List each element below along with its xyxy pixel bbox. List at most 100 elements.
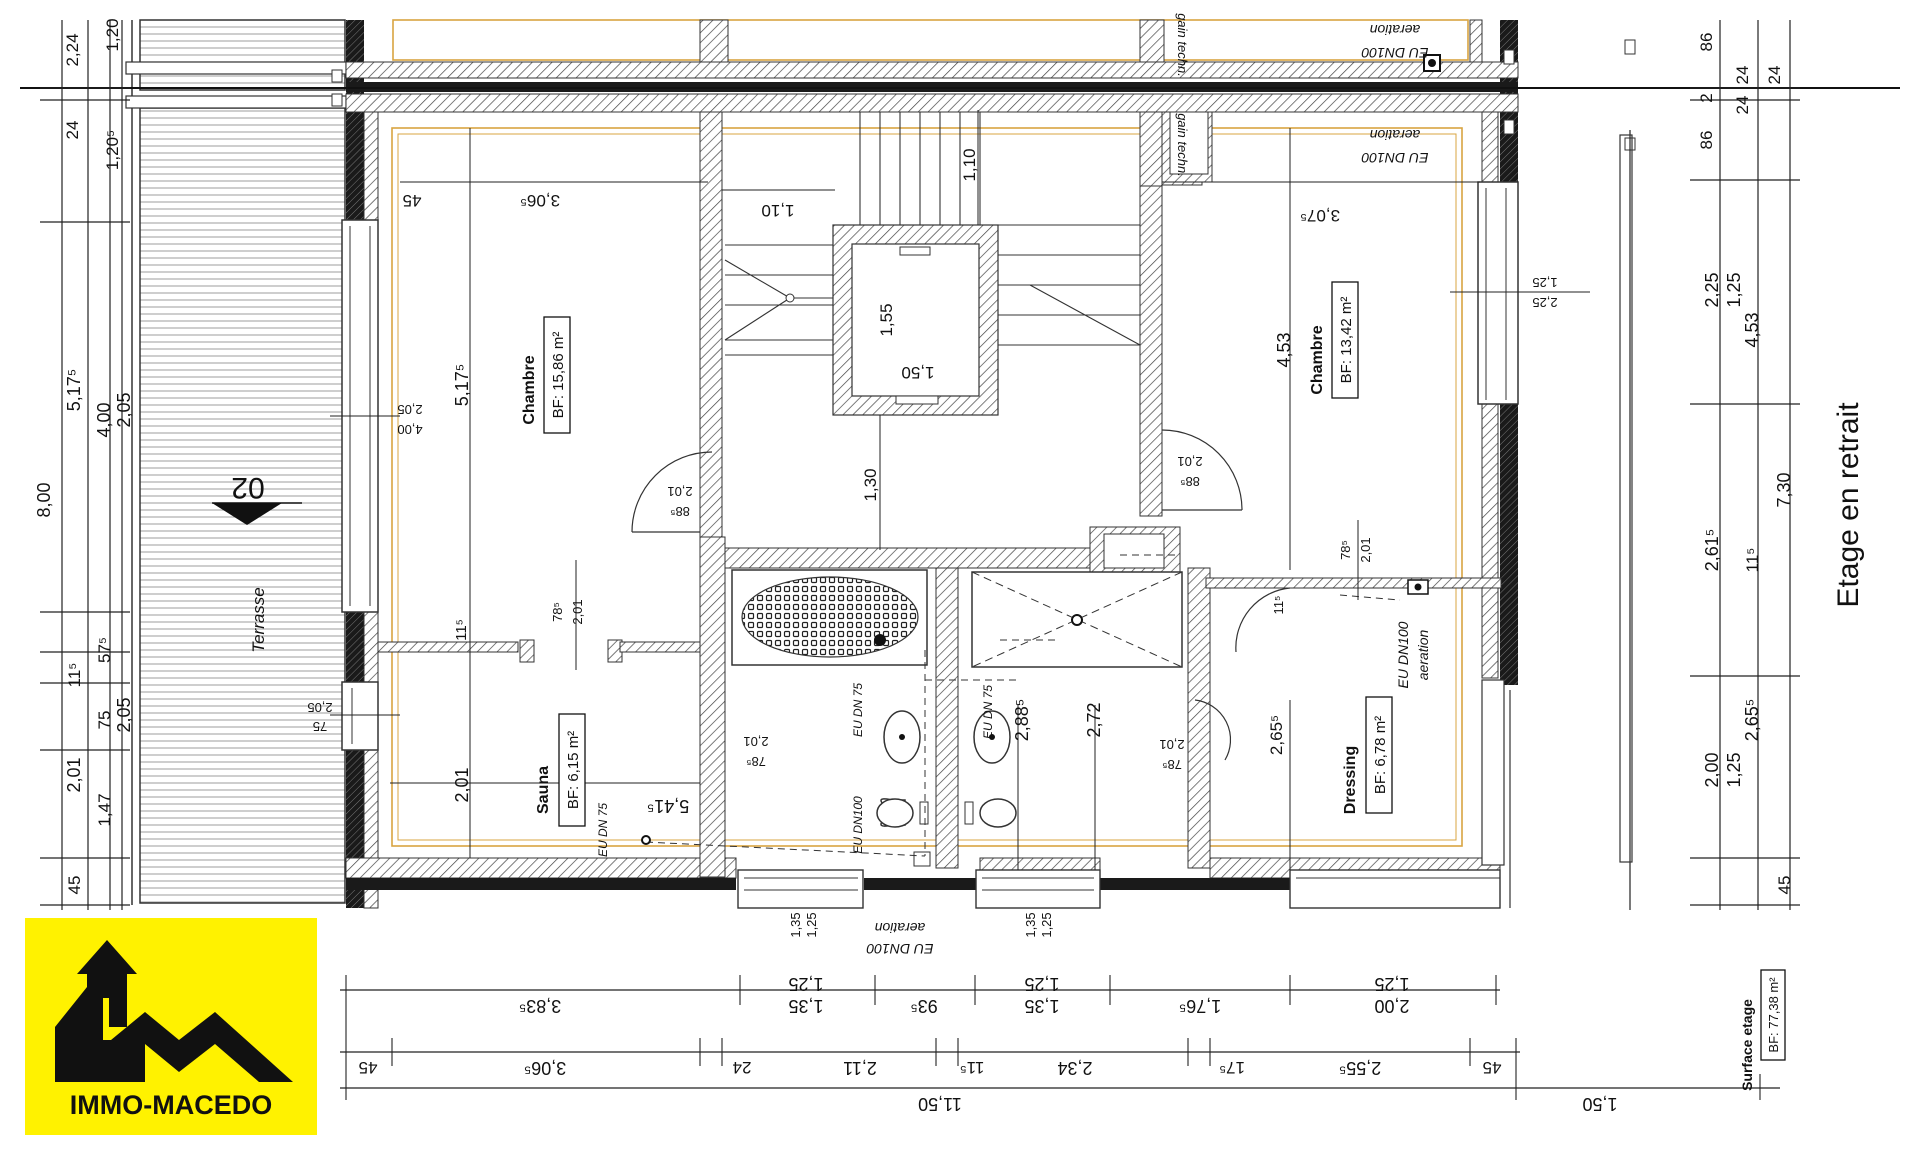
dimension-label-bottom-row2-2: 24 [733, 1058, 752, 1077]
room-area-box-chambre-right [1331, 281, 1359, 399]
dimension-label-inner-chambre-left-w: 3,06⁵ [520, 191, 560, 210]
dimension-label-inner-chambre-left-h: 5,17⁵ [452, 364, 472, 407]
dimension-label-right-mid-0: 4,53 [1742, 312, 1762, 347]
dimension-label-inner-door-i: 2,01 [1159, 737, 1184, 752]
dimension-label-bottom-row1-2: 1,25 [788, 974, 823, 994]
dimension-label-right-top-4: 24 [1733, 96, 1752, 115]
dimension-label-inner-stair-110a: 1,10 [761, 201, 794, 220]
dimension-lines-left [40, 20, 130, 910]
dimension-label-bottom-row2-7: 2,55⁵ [1339, 1058, 1382, 1078]
dimension-label-technical-labels-aeration: aeration [1415, 629, 1431, 680]
room-area-chambre-left: BF: 15,86 m² [550, 332, 567, 419]
room-labels: Chambre BF: 15,86 m² Chambre BF: 13,42 m… [212, 281, 1865, 1091]
outer-walls [20, 19, 1900, 909]
dimension-label-technical-labels-eu-dn100: EU DN100 [851, 796, 865, 854]
dimension-label-bottom-row1-7: 2,00 [1374, 996, 1409, 1016]
dimension-label-technical-labels-aeration: aeration [1369, 22, 1420, 38]
dimension-label-inner-door-j: 78⁵ [1162, 757, 1182, 772]
dimension-label-inner-shower-272: 2,72 [1084, 702, 1104, 737]
dimension-label-bottom-row2-0: 45 [359, 1058, 378, 1077]
room-area-box-sauna [558, 713, 586, 827]
dimension-label-left-outer-0: 8,00 [34, 482, 54, 517]
dimension-lines-inner [330, 110, 1590, 870]
dimension-label-right-inner-4: 1,25 [1724, 752, 1744, 787]
dimension-label-inner-bath-288: 2,88⁵ [1012, 699, 1032, 742]
dimension-label-bottom-row2-5: 2,34 [1057, 1058, 1092, 1078]
dimension-label-technical-labels-eu-dn75: EU DN 75 [596, 803, 610, 857]
dimension-label-inner-door-f: 2,01 [570, 599, 585, 624]
dimension-label-bottom-row1-0: 3,83⁵ [519, 996, 562, 1016]
brand-name: IMMO-MACEDO [69, 1090, 273, 1120]
dimension-label-technical-labels-eu-dn100: EU DN100 [1395, 621, 1411, 688]
dimension-label-right-mid-2: 2,65⁵ [1742, 699, 1762, 742]
floor-title: Etage en retrait [1832, 402, 1865, 608]
dimension-label-left-inner-0: 4,00 [94, 402, 114, 437]
dimension-label-inner-bottom-win-a: 1,35 [788, 912, 803, 937]
dimension-label-inner-door-k: 2,01 [1358, 537, 1373, 562]
dimension-label-left-mid-0: 5,17⁵ [64, 369, 84, 412]
dimension-label-inner-win-left-b: 4,00 [397, 422, 422, 437]
dimension-label-right-top-1: 2 [1697, 93, 1716, 102]
room-name-sauna: Sauna [535, 766, 552, 814]
dimension-label-right-outer-0: 7,30 [1774, 472, 1794, 507]
room-area-box-chambre-left [543, 316, 571, 434]
dimension-label-technical-labels-eu-dn75: EU DN 75 [981, 685, 995, 739]
dimension-label-inner-stair-110b: 1,10 [960, 148, 979, 181]
dimension-label-right-top-3: 24 [1733, 66, 1752, 85]
interior-walls [377, 111, 1502, 878]
terrace-marker: 02 [231, 471, 264, 504]
dimension-label-inner-door-b: 88⁵ [670, 504, 690, 519]
dimension-label-bottom-row3-1: 1,50 [1582, 1094, 1617, 1114]
room-area-sauna: BF: 6,15 m² [565, 731, 582, 809]
dimension-label-inner-dressing-11: 11⁵ [1271, 596, 1286, 615]
dimension-label-bottom-row2-1: 3,06⁵ [524, 1058, 567, 1078]
dimension-label-inner-chambre-right-w: 3,07⁵ [1300, 206, 1340, 225]
dimension-label-left-top-2: 1,20⁵ [103, 130, 122, 170]
dimension-label-left-mid-2: 2,01 [64, 757, 84, 792]
dimension-label-left-top-0: 24 [63, 121, 82, 140]
dimension-label-technical-labels-eu-dn100: EU DN100 [866, 941, 933, 957]
dimension-label-left-inner2-0: 2,05 [114, 392, 134, 427]
dimension-label-right-top-2: 86 [1697, 131, 1716, 150]
dimension-label-inner-sauna-11: 11⁵ [453, 619, 470, 641]
dimension-label-bottom-row2-8: 45 [1483, 1058, 1502, 1077]
dimension-label-inner-chambre-left-45: 45 [403, 191, 422, 210]
dimension-label-inner-door-h: 78⁵ [746, 754, 766, 769]
dimension-label-right-inner-0: 2,25 [1702, 272, 1722, 307]
dimension-label-bottom-row2-6: 17⁵ [1219, 1058, 1245, 1077]
dimension-label-inner-door-e: 78⁵ [550, 602, 565, 622]
dimension-label-technical-labels-gain-techn: gain techn. [1175, 13, 1190, 77]
dimension-label-bottom-row1-8: 1,25 [1374, 974, 1409, 994]
room-area-box-dressing [1365, 696, 1393, 814]
room-area-dressing: BF: 6,78 m² [1372, 716, 1389, 794]
dimension-label-inner-win-right-b: 2,25 [1532, 295, 1557, 310]
dimension-label-inner-door-l: 78⁵ [1338, 540, 1353, 560]
dimension-label-inner-hall-130: 1,30 [861, 468, 880, 501]
dimension-label-inner-bottom-win-c: 1,35 [1023, 912, 1038, 937]
dimension-label-inner-win-left-a: 2,05 [397, 402, 422, 417]
dimension-label-left-inner2-1: 2,05 [114, 697, 134, 732]
room-name-dressing: Dressing [1342, 746, 1359, 814]
dimension-label-inner-chambre-right-h: 4,53 [1274, 332, 1294, 367]
technical-labels: aeration EU DN100 aeration EU DN100 aera… [596, 13, 1431, 957]
level-arrow-icon [212, 503, 282, 525]
dimension-label-right-top-0: 86 [1697, 33, 1716, 52]
dimension-label-left-mid-3: 45 [65, 876, 84, 895]
dimension-label-inner-door-g: 2,01 [743, 734, 768, 749]
room-area-chambre-right: BF: 13,42 m² [1338, 297, 1355, 384]
dimension-label-right-inner-2: 2,61⁵ [1702, 529, 1722, 572]
dimension-lines-bottom [340, 975, 1780, 1100]
dimension-label-inner-door-d: 88⁵ [1180, 474, 1200, 489]
dimension-label-right-top-5: 24 [1765, 66, 1784, 85]
room-name-chambre-left: Chambre [521, 355, 538, 424]
dimension-label-inner-lift-150: 1,50 [901, 363, 934, 382]
dimension-label-technical-labels-aeration: aeration [874, 920, 925, 936]
terrace-label: Terrasse [249, 587, 268, 653]
dimension-label-right-mid-1: 11⁵ [1743, 548, 1762, 573]
dimension-label-left-top-1: 2,24 [63, 33, 82, 66]
surface-label: Surface etage [1739, 999, 1755, 1091]
dimension-label-technical-labels-eu-dn100: EU DN100 [1361, 150, 1428, 166]
dimension-label-right-inner-3: 2,00 [1702, 752, 1722, 787]
dimension-label-bottom-row1-4: 1,35 [1024, 996, 1059, 1016]
dimension-label-technical-labels-eu-dn75: EU DN 75 [851, 683, 865, 737]
